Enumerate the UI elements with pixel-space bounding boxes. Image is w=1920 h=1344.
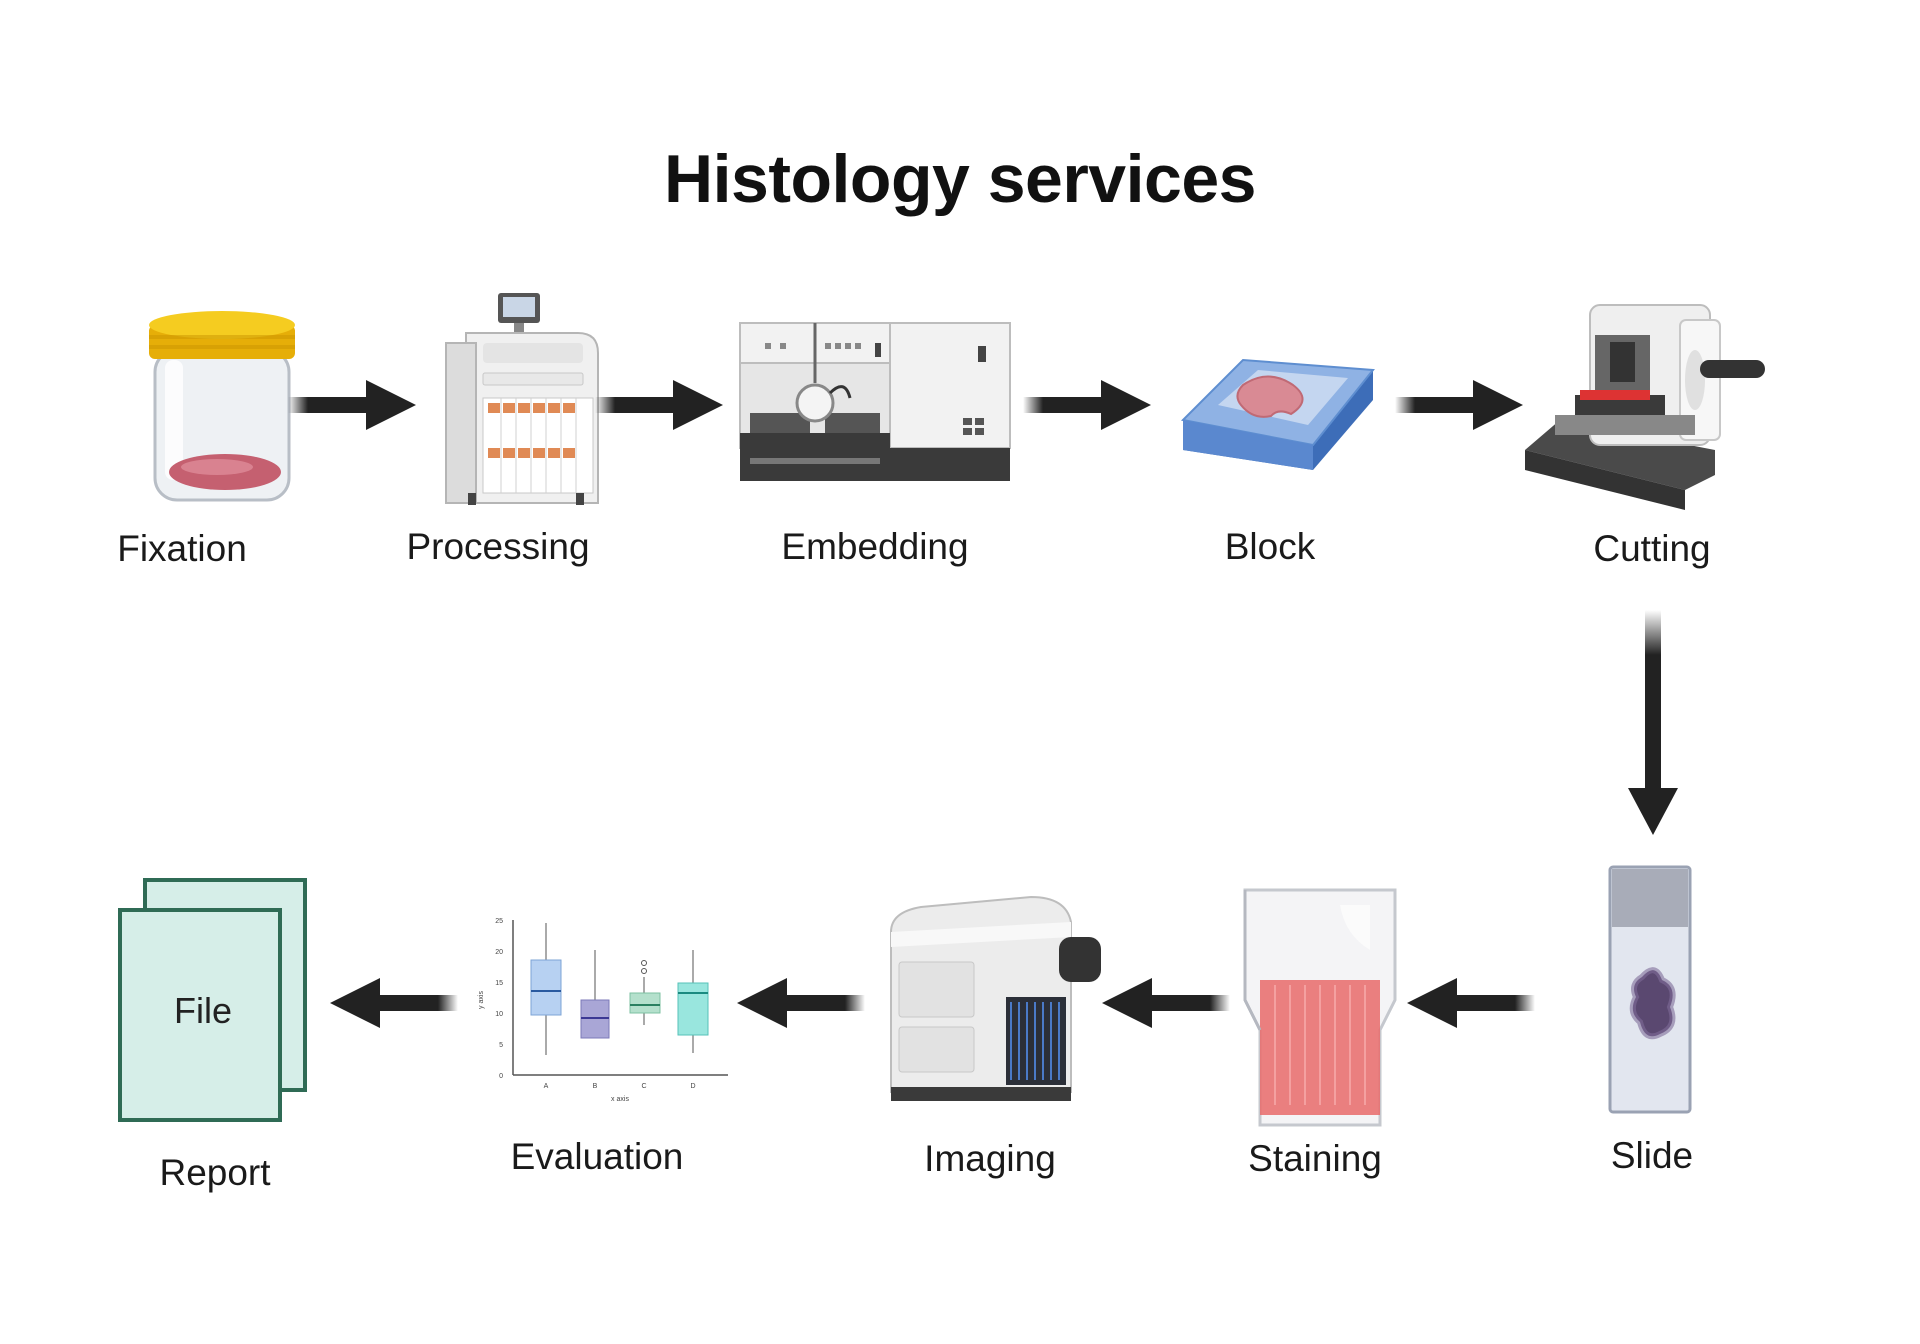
page-title: Histology services (664, 141, 1256, 217)
slide-step (1585, 862, 1715, 1117)
y-tick-label: 10 (495, 1011, 503, 1018)
step-label-slide: Slide (1610, 1135, 1694, 1176)
microtome-icon (1525, 304, 1765, 510)
x-tick-label: C (641, 1083, 646, 1090)
step-label-report: Report (159, 1152, 271, 1193)
step-label-staining: Staining (1248, 1138, 1382, 1179)
staining-step (1225, 880, 1415, 1130)
arrow-left-icon (1102, 978, 1230, 1028)
report-document-icon: File (118, 878, 307, 1122)
y-tick-label: 15 (495, 980, 503, 987)
y-tick-label: 0 (499, 1073, 503, 1080)
box-plot-icon: 0 5 10 15 20 25 y axis A B C D x axis (478, 918, 728, 1103)
arrow-right-icon (288, 380, 416, 430)
step-label-embedding: Embedding (781, 526, 969, 567)
embedding-station-icon (739, 322, 1011, 481)
step-label-fixation: Fixation (117, 528, 247, 569)
report-file-label: File (174, 990, 232, 1031)
y-axis-label: y axis (478, 991, 485, 1009)
block-step (1170, 350, 1380, 475)
x-axis-label: x axis (611, 1096, 629, 1103)
report-step: File (115, 875, 315, 1125)
arrow-left-icon (330, 978, 458, 1028)
y-tick-label: 25 (495, 918, 503, 925)
arrow-right-icon (595, 380, 723, 430)
y-tick-label: 5 (499, 1042, 503, 1049)
staining-jar-icon (1243, 888, 1397, 1127)
step-label-processing: Processing (406, 526, 590, 567)
processing-step (398, 288, 658, 513)
fixation-step (92, 295, 352, 510)
step-label-evaluation: Evaluation (510, 1136, 684, 1177)
step-label-block: Block (1224, 526, 1316, 567)
arrow-down-icon (1628, 610, 1678, 835)
y-tick-label: 20 (495, 949, 503, 956)
embedding-step (730, 318, 1020, 486)
step-label-cutting: Cutting (1593, 528, 1711, 569)
arrow-right-icon (1023, 380, 1151, 430)
specimen-jar-icon (149, 311, 295, 502)
slide-scanner-icon (889, 895, 1101, 1101)
x-tick-label: A (544, 1083, 549, 1090)
tissue-block-icon (1180, 358, 1375, 470)
evaluation-step: 0 5 10 15 20 25 y axis A B C D x axis (468, 905, 738, 1105)
glass-slide-icon (1608, 865, 1692, 1114)
arrow-left-icon (1407, 978, 1535, 1028)
x-tick-label: B (593, 1083, 598, 1090)
imaging-step (878, 892, 1108, 1107)
x-tick-label: D (690, 1083, 695, 1090)
arrow-left-icon (737, 978, 865, 1028)
arrow-right-icon (1395, 380, 1523, 430)
tissue-processor-icon (445, 293, 599, 505)
step-label-imaging: Imaging (924, 1138, 1056, 1179)
cutting-step (1520, 300, 1770, 515)
